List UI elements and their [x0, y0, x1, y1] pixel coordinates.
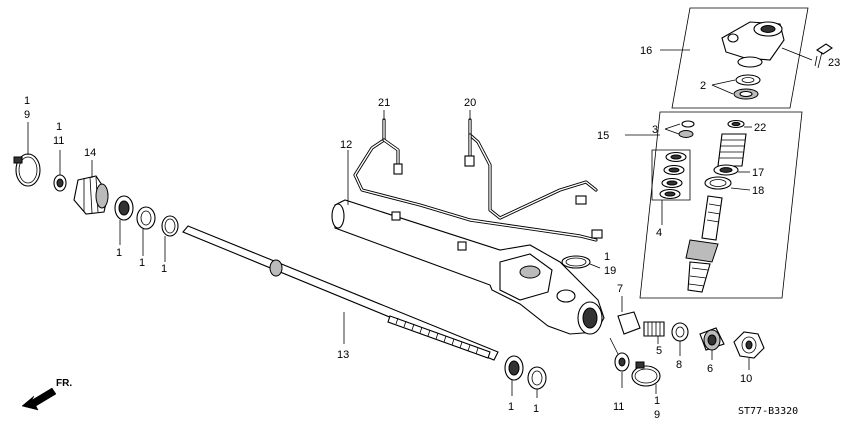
callout-1c: 1 — [654, 395, 660, 407]
callout-2: 2 — [700, 80, 706, 92]
rack-collar — [269, 259, 283, 277]
bolt-head — [816, 43, 833, 55]
pinion-group: 15 3 4 22 17 18 — [597, 111, 803, 299]
rack-teeth-marks — [395, 317, 479, 355]
bolt-shank — [817, 51, 823, 69]
seal-3b — [678, 130, 694, 138]
callout-5: 5 — [656, 345, 662, 357]
gasket-18 — [704, 176, 732, 190]
pipe-21-fitting — [393, 163, 403, 175]
pipe-20-end-fitting — [575, 195, 587, 205]
callout-19: 19 — [604, 265, 616, 277]
housing-neck — [737, 56, 763, 68]
callout-11a: 11 — [53, 135, 64, 147]
callout-22: 22 — [754, 122, 766, 134]
pipe-20-fitting — [464, 155, 475, 167]
seal-upper — [735, 74, 761, 86]
right-parts-group: 7 5 8 6 10 1 1 11 — [504, 283, 765, 421]
callout-1-left-a: 1 — [116, 247, 122, 259]
seal-1-bottom-b — [527, 366, 547, 390]
callout-7: 7 — [617, 283, 623, 295]
pinion-collar — [685, 239, 719, 263]
callout-1-19a: 1 — [604, 251, 610, 263]
callout-1-bottom-b: 1 — [533, 403, 539, 415]
callout-20: 20 — [464, 97, 476, 109]
gear-housing-end — [331, 203, 345, 229]
callout-1-left-c: 1 — [161, 263, 167, 275]
pinion-spool-upper — [717, 133, 747, 167]
rings-bracket — [651, 149, 691, 201]
seal-3a — [681, 120, 695, 128]
callout-15: 15 — [597, 130, 609, 142]
pinion-outline-box — [639, 111, 803, 299]
front-arrow-icon — [21, 387, 57, 411]
rack-teeth — [387, 315, 491, 359]
gear-housing-group: 12 1 19 — [331, 139, 616, 335]
pipe-21-end-fitting — [591, 229, 603, 239]
diagram-code: ST77-B3320 — [738, 406, 798, 417]
washer-8 — [671, 322, 689, 342]
callout-3: 3 — [652, 124, 658, 136]
housing-outline-box — [671, 7, 809, 109]
seal-1-left-c — [161, 215, 179, 237]
left-parts-group: 1 9 1 11 14 1 1 1 — [13, 95, 179, 275]
callout-14: 14 — [84, 147, 96, 159]
front-direction-indicator: FR. — [21, 378, 72, 411]
pinion-shaft — [701, 195, 723, 241]
callout-9b: 9 — [654, 409, 660, 421]
callout-1b: 1 — [56, 121, 62, 133]
rack-group: 13 — [182, 225, 499, 361]
callout-11b: 11 — [613, 401, 624, 413]
callout-13: 13 — [337, 349, 349, 361]
callout-21: 21 — [378, 97, 390, 109]
callout-1a: 1 — [24, 95, 30, 107]
callout-12: 12 — [340, 139, 352, 151]
callout-17: 17 — [752, 167, 764, 179]
pipes-group: 21 20 — [353, 97, 603, 242]
callout-16: 16 — [640, 45, 652, 57]
callout-23: 23 — [828, 57, 840, 69]
housing-bolt-hole — [727, 33, 739, 43]
seal-1-left-b — [136, 206, 156, 230]
callout-9a: 9 — [24, 109, 30, 121]
callout-1-left-b: 1 — [139, 257, 145, 269]
valve-housing-group: 16 23 2 — [640, 7, 840, 109]
callout-1-bottom-a: 1 — [508, 401, 514, 413]
callout-18: 18 — [752, 185, 764, 197]
callout-10: 10 — [740, 373, 752, 385]
callout-4: 4 — [656, 227, 662, 239]
rack-guide-7 — [617, 311, 641, 335]
front-label: FR. — [56, 378, 72, 389]
callout-8: 8 — [676, 359, 682, 371]
callout-6: 6 — [707, 363, 713, 375]
spring-5 — [643, 321, 665, 337]
